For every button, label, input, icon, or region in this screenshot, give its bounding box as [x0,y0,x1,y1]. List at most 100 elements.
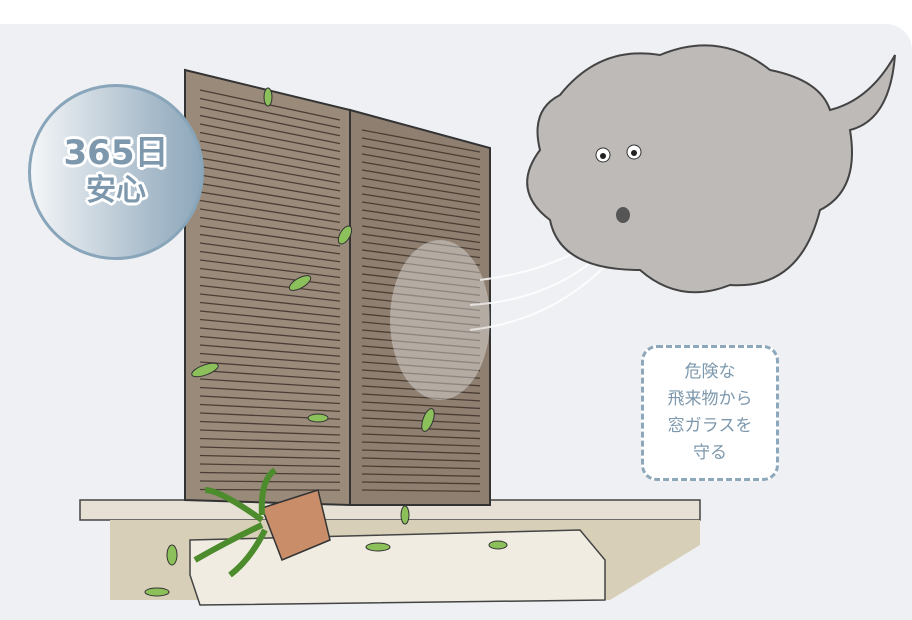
slat [361,145,481,168]
slat [199,259,341,279]
slat [361,241,481,259]
slat [361,305,481,319]
slat [361,425,481,432]
slat [199,327,341,342]
slat [361,289,481,304]
slat [199,199,341,224]
slat [361,489,481,493]
slat [199,378,341,389]
slat [361,361,481,372]
slat [361,233,481,251]
slat [361,345,481,357]
note-line: 守る [693,443,727,463]
slat [199,480,341,483]
slat [361,257,481,274]
badge-line2: 安心 [86,173,146,208]
slat [361,457,481,462]
slat [361,129,481,153]
slat [361,209,481,229]
slat [361,137,481,161]
slat [199,216,341,239]
slat [199,318,341,334]
slat [199,106,341,137]
slat [199,386,341,397]
protection-note: 危険な 飛来物から 窓ガラスを 守る [641,345,779,481]
365-day-badge: 365日 安心 [28,84,204,260]
slat [199,352,341,365]
slat [361,313,481,327]
slat [361,265,481,281]
slat [361,353,481,364]
slat [361,481,481,485]
slat [361,249,481,266]
badge-line1: 365日 [63,133,169,173]
slat [199,335,341,350]
slat [199,191,341,216]
slat [199,437,341,444]
slat [199,310,341,326]
fallen-plant-pot [193,467,331,578]
slat [199,97,341,129]
note-line: 窓ガラスを [667,416,753,436]
slat [361,273,481,289]
shutter [184,68,491,507]
slat [199,403,341,413]
slat [361,281,481,296]
slat [199,182,341,208]
slat [361,225,481,244]
slat [361,465,481,470]
slat [199,344,341,357]
flying-leaves [144,87,508,597]
slat [361,329,481,342]
slat [199,165,341,192]
slat [199,276,341,294]
wind-cloud-character [526,44,896,294]
slat [199,446,341,452]
slat [361,201,481,221]
slat [199,420,341,428]
slat [361,473,481,477]
slat [361,177,481,198]
slat [361,297,481,312]
slat [361,377,481,387]
slat [199,301,341,318]
slat [361,185,481,206]
slat [199,233,341,255]
slat [361,393,481,402]
slat [361,217,481,236]
slat [199,293,341,310]
slat [361,385,481,394]
slat [361,169,481,191]
slat [361,369,481,379]
slat [361,449,481,455]
slat [199,395,341,405]
slat [199,131,341,161]
slat [199,242,341,263]
slat [199,208,341,231]
slat [199,140,341,168]
note-line: 飛来物から [667,389,753,409]
slat [361,401,481,410]
slat [361,433,481,440]
slat [199,225,341,247]
slat [199,267,341,287]
slat [361,153,481,176]
slat [199,114,341,145]
slat [361,441,481,447]
slat [199,463,341,468]
slat [199,148,341,176]
slat [361,337,481,349]
slat [199,369,341,381]
slat [199,284,341,302]
slat [199,250,341,271]
note-line: 危険な [684,362,736,382]
slat [361,409,481,417]
slat [361,417,481,425]
slat [199,174,341,200]
slat [199,361,341,373]
slat [199,454,341,460]
slat [361,193,481,213]
slat [361,321,481,334]
slat [361,161,481,183]
